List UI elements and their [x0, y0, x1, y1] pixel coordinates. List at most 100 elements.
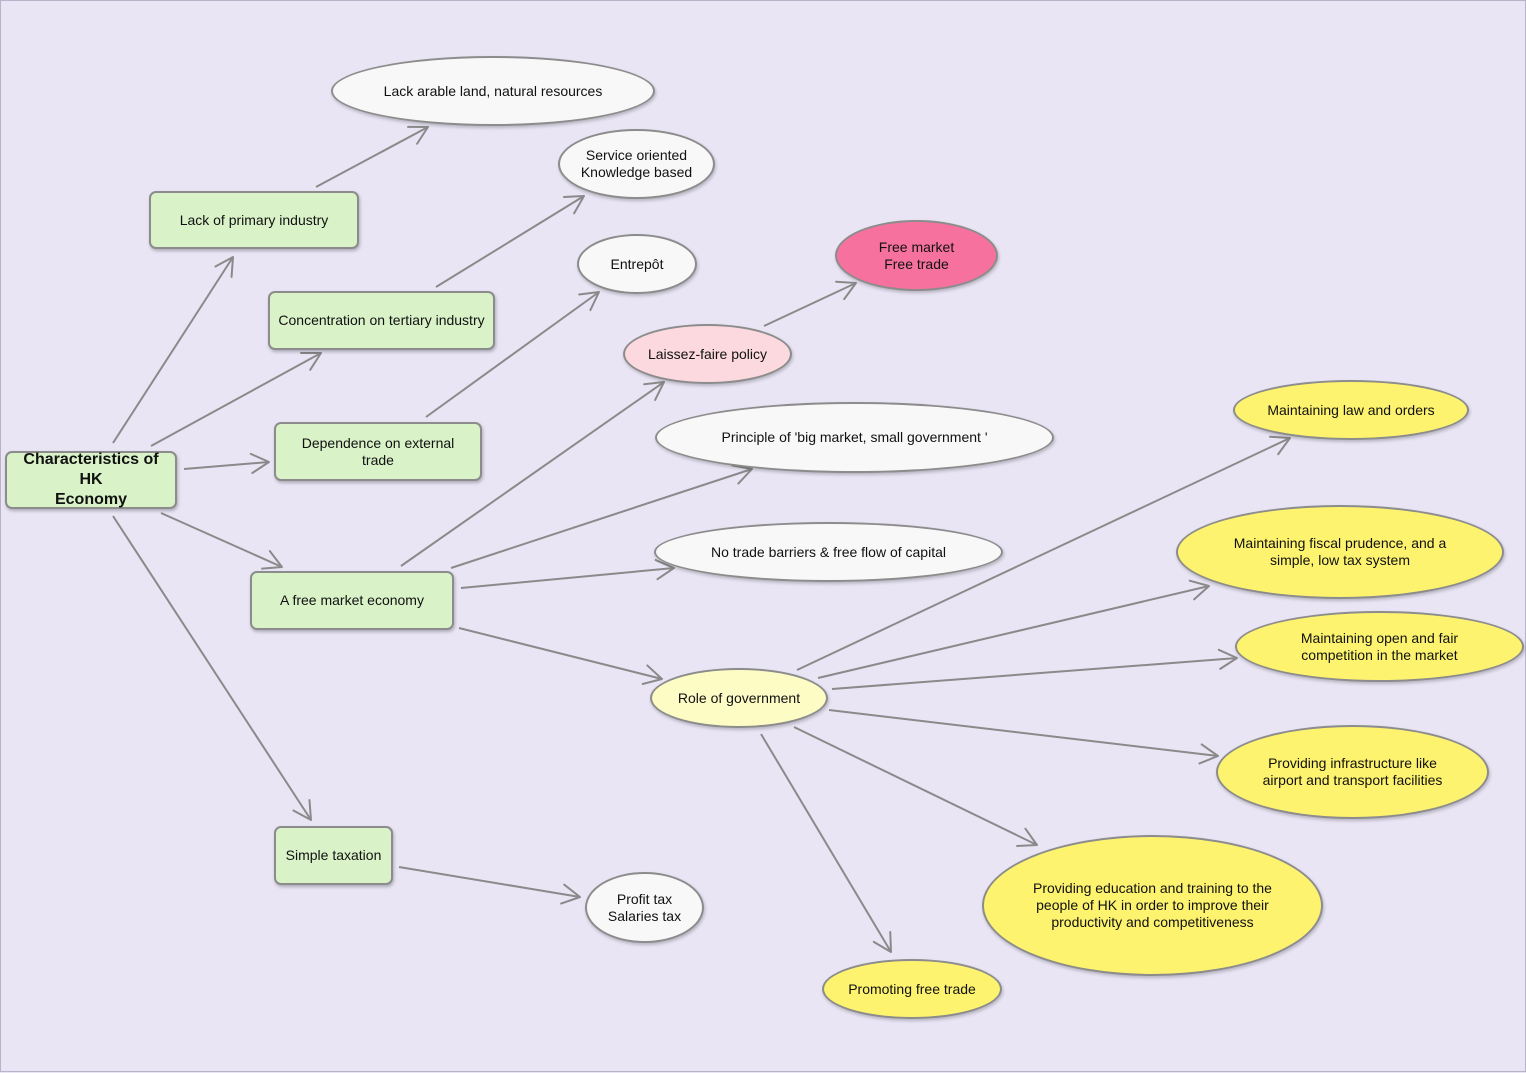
arrow-head — [872, 931, 892, 953]
node-label: Profit tax Salaries tax — [607, 890, 682, 924]
arrow-root-to-tertiary — [150, 352, 322, 447]
node-promoting[interactable]: Promoting free trade — [822, 959, 1002, 1019]
node-label: Providing infrastructure like airport an… — [1262, 755, 1443, 788]
arrow-head — [731, 464, 753, 485]
node-label: Free market Free trade — [878, 238, 955, 272]
arrow-primary-to-arable — [315, 125, 429, 188]
root-label: Characteristics of HK Economy — [23, 451, 159, 508]
arrow-shaft — [160, 512, 283, 568]
node-infra[interactable]: Providing infrastructure like airport an… — [1216, 725, 1489, 819]
arrow-root-to-external — [183, 452, 270, 474]
node-label: Laissez-faire policy — [647, 345, 768, 362]
arrow-shaft — [150, 352, 322, 447]
arrow-head — [654, 559, 675, 581]
arrow-role-to-fiscal — [817, 579, 1210, 679]
arrow-head — [1198, 743, 1219, 765]
arrow-role-to-infra — [828, 709, 1219, 765]
node-freetrade-box[interactable]: Free market Free trade — [835, 220, 998, 291]
node-label: Entrepôt — [610, 255, 664, 272]
arrow-shaft — [450, 468, 753, 569]
arrow-role-to-promoting — [760, 733, 892, 953]
arrow-root-to-primary — [112, 256, 234, 444]
arrow-shaft — [831, 657, 1238, 690]
arrow-shaft — [763, 282, 857, 327]
arrow-head — [300, 352, 322, 371]
arrow-shaft — [112, 515, 312, 821]
node-principle[interactable]: Principle of 'big market, small governme… — [655, 402, 1054, 473]
node-label: Promoting free trade — [848, 980, 976, 997]
node-laissez[interactable]: Laissez-faire policy — [623, 324, 792, 384]
arrow-head — [292, 799, 312, 821]
arrow-head — [261, 550, 283, 570]
arrow-shaft — [183, 461, 270, 470]
arrow-head — [560, 883, 581, 905]
node-taxes[interactable]: Profit tax Salaries tax — [585, 872, 704, 943]
arrow-head — [641, 664, 663, 686]
arrow-head — [249, 452, 270, 474]
root-node[interactable]: Characteristics of HK Economy — [5, 451, 177, 509]
arrow-freemkt-to-barriers — [460, 559, 675, 589]
arrow-freemkt-to-principle — [450, 464, 753, 569]
arrow-head — [1016, 827, 1038, 847]
node-arable[interactable]: Lack arable land, natural resources — [331, 56, 655, 126]
node-freemkt[interactable]: A free market economy — [250, 571, 454, 630]
node-competition[interactable]: Maintaining open and fair competition in… — [1235, 611, 1524, 682]
arrow-shaft — [112, 256, 234, 444]
arrow-shaft — [828, 709, 1219, 757]
node-taxation[interactable]: Simple taxation — [274, 826, 393, 885]
arrow-head — [643, 381, 665, 401]
node-label: Providing education and training to the … — [1033, 880, 1272, 930]
arrow-head — [407, 125, 429, 145]
node-label: Simple taxation — [285, 847, 382, 863]
node-label: Dependence on external trade — [301, 434, 455, 468]
arrow-laissez-to-freetrade_box — [763, 280, 857, 327]
arrow-shaft — [425, 291, 600, 418]
node-fiscal[interactable]: Maintaining fiscal prudence, and a simpl… — [1176, 505, 1504, 599]
node-tertiary[interactable]: Concentration on tertiary industry — [268, 291, 495, 350]
arrow-taxation-to-taxes — [398, 866, 581, 905]
arrow-shaft — [435, 195, 585, 288]
node-law[interactable]: Maintaining law and orders — [1233, 380, 1469, 440]
node-label: Lack of primary industry — [179, 211, 329, 228]
arrow-external-to-entrepot — [425, 291, 600, 418]
node-entrepot[interactable]: Entrepôt — [577, 234, 697, 294]
node-label: Concentration on tertiary industry — [278, 312, 485, 328]
arrow-shaft — [793, 726, 1038, 846]
arrow-head — [1188, 579, 1210, 601]
arrow-shaft — [817, 585, 1210, 679]
node-label: Service oriented Knowledge based — [580, 147, 693, 180]
arrow-shaft — [796, 437, 1291, 671]
arrow-role-to-education — [793, 726, 1038, 847]
arrow-role-to-competition — [831, 648, 1238, 690]
arrow-shaft — [458, 627, 663, 680]
arrow-shaft — [315, 126, 429, 188]
node-label: No trade barriers & free flow of capital — [711, 543, 946, 560]
arrow-root-to-freemkt — [160, 512, 283, 570]
node-label: A free market economy — [280, 592, 424, 608]
node-primary[interactable]: Lack of primary industry — [149, 191, 359, 249]
node-label: Maintaining fiscal prudence, and a simpl… — [1233, 535, 1447, 568]
arrow-head — [835, 280, 857, 301]
arrow-head — [1217, 648, 1238, 670]
arrow-shaft — [460, 567, 675, 589]
node-service[interactable]: Service oriented Knowledge based — [558, 129, 715, 199]
arrow-head — [1269, 435, 1291, 456]
node-role[interactable]: Role of government — [650, 668, 828, 728]
arrow-freemkt-to-laissez — [400, 381, 665, 567]
arrow-head — [578, 291, 600, 312]
arrow-role-to-law — [796, 435, 1291, 671]
node-label: Principle of 'big market, small governme… — [721, 429, 988, 445]
arrow-shaft — [398, 866, 581, 898]
node-external[interactable]: Dependence on external trade — [274, 422, 482, 481]
node-label: Maintaining law and orders — [1267, 401, 1435, 418]
arrow-shaft — [760, 733, 892, 953]
arrow-tertiary-to-service — [435, 195, 585, 288]
node-label: Role of government — [677, 689, 801, 706]
node-education[interactable]: Providing education and training to the … — [982, 835, 1323, 976]
node-barriers[interactable]: No trade barriers & free flow of capital — [654, 522, 1003, 582]
arrow-root-to-taxation — [112, 515, 312, 821]
node-label: Lack arable land, natural resources — [383, 82, 603, 99]
arrow-shaft — [400, 381, 665, 567]
